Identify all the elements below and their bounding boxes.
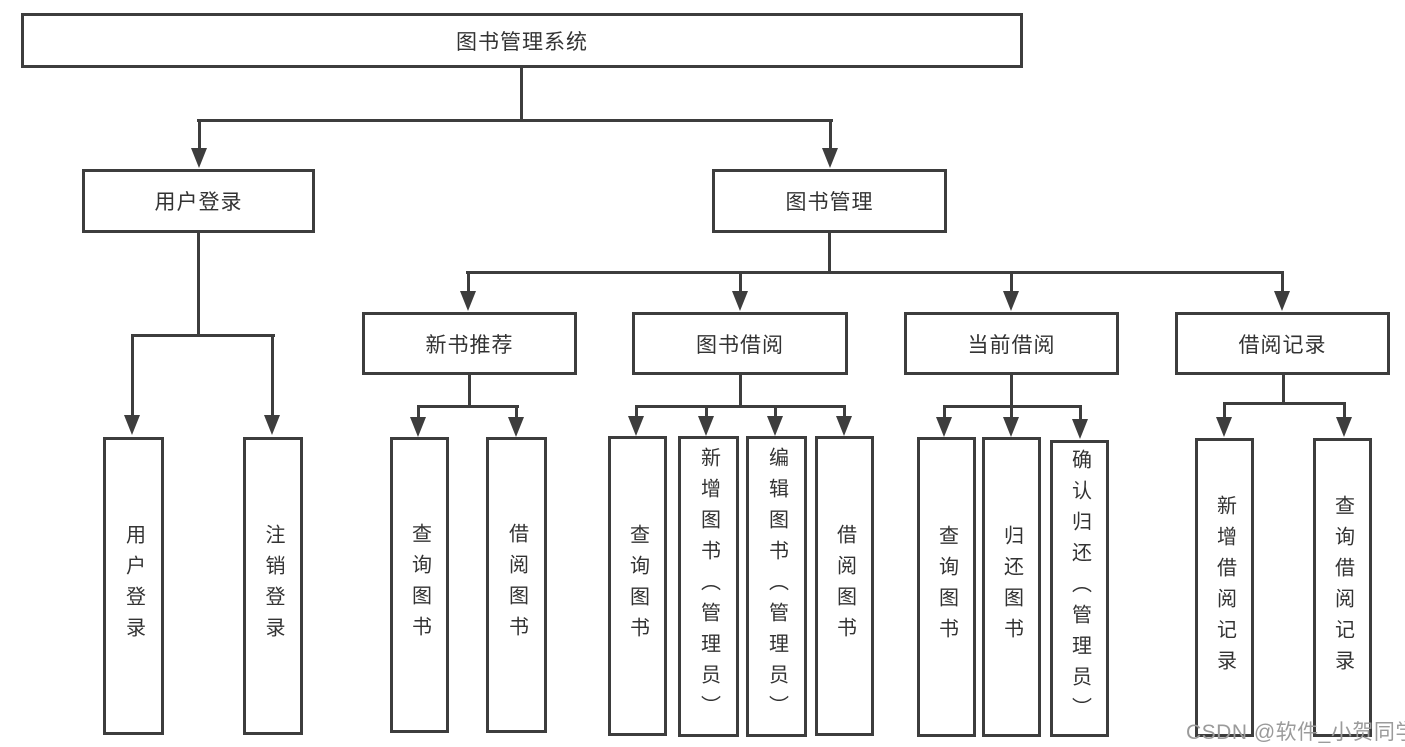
connector <box>466 271 1284 274</box>
leaf-label: 归还图书 <box>1000 525 1023 649</box>
leaf-add-borrow-record: 新增借阅记录 <box>1195 438 1254 737</box>
connector <box>635 405 846 408</box>
connector <box>739 375 742 408</box>
arrow-down-icon <box>508 417 524 437</box>
leaf-label: 查询借阅记录 <box>1331 494 1354 681</box>
leaf-label: 确认归还（管理员） <box>1068 449 1091 728</box>
connector <box>635 405 638 418</box>
arrow-down-icon <box>410 417 426 437</box>
node-label: 当前借阅 <box>967 333 1056 357</box>
connector <box>739 271 742 292</box>
connector <box>828 233 831 274</box>
node-label: 图书借阅 <box>696 333 784 357</box>
node-library-management-system: 图书管理系统 <box>21 13 1023 68</box>
arrow-down-icon <box>767 416 783 436</box>
node-label: 图书管理 <box>785 191 874 214</box>
leaf-label: 用户登录 <box>122 524 145 648</box>
connector <box>843 405 846 418</box>
leaf-label: 查询图书 <box>626 524 649 648</box>
node-label: 新书推荐 <box>425 333 514 357</box>
connector <box>774 405 777 418</box>
connector <box>197 233 200 337</box>
connector <box>417 405 519 408</box>
connector <box>1010 271 1013 292</box>
connector <box>271 334 274 416</box>
connector <box>1010 375 1013 408</box>
leaf-query-books-current: 查询图书 <box>917 437 976 737</box>
connector <box>1223 402 1226 418</box>
leaf-return-books: 归还图书 <box>982 437 1041 737</box>
connector <box>1079 405 1082 420</box>
leaf-borrow-books: 借阅图书 <box>815 436 874 736</box>
node-current-borrow: 当前借阅 <box>904 312 1119 375</box>
leaf-label: 借阅图书 <box>505 523 528 647</box>
connector <box>1343 402 1346 418</box>
arrow-down-icon <box>1003 291 1019 311</box>
leaf-label: 编辑图书（管理员） <box>765 447 788 726</box>
leaf-borrow-books-recommend: 借阅图书 <box>486 437 547 733</box>
arrow-down-icon <box>1274 291 1290 311</box>
node-label: 用户登录 <box>154 191 243 214</box>
arrow-down-icon <box>124 415 140 435</box>
node-user-login: 用户登录 <box>82 169 315 233</box>
connector <box>1223 402 1346 405</box>
leaf-label: 查询图书 <box>935 525 958 649</box>
arrow-down-icon <box>264 415 280 435</box>
arrow-down-icon <box>1336 417 1352 437</box>
leaf-add-books-admin: 新增图书（管理员） <box>678 436 739 737</box>
arrow-down-icon <box>191 148 207 168</box>
leaf-label: 借阅图书 <box>833 524 856 648</box>
arrow-down-icon <box>732 291 748 311</box>
connector <box>131 334 134 416</box>
connector <box>943 405 946 418</box>
leaf-confirm-return-admin: 确认归还（管理员） <box>1050 440 1109 737</box>
connector <box>131 334 275 337</box>
node-book-management: 图书管理 <box>712 169 947 233</box>
leaf-label: 查询图书 <box>408 523 431 647</box>
connector <box>515 405 518 418</box>
connector <box>1010 405 1013 418</box>
node-label: 图书管理系统 <box>456 30 588 54</box>
connector <box>1282 375 1285 405</box>
arrow-down-icon <box>1072 419 1088 439</box>
arrow-down-icon <box>460 291 476 311</box>
node-borrow-record: 借阅记录 <box>1175 312 1390 375</box>
arrow-down-icon <box>822 148 838 168</box>
connector <box>198 119 201 149</box>
leaf-query-borrow-record: 查询借阅记录 <box>1313 438 1372 737</box>
leaf-query-books-recommend: 查询图书 <box>390 437 449 733</box>
connector <box>829 119 832 149</box>
leaf-label: 注销登录 <box>262 524 284 648</box>
leaf-query-books-borrow: 查询图书 <box>608 436 667 736</box>
connector <box>417 405 420 418</box>
csdn-watermark: CSDN @软件_小贺同学 <box>1186 721 1405 744</box>
arrow-down-icon <box>1003 417 1019 437</box>
node-book-borrow: 图书借阅 <box>632 312 848 375</box>
leaf-logout: 注销登录 <box>243 437 303 735</box>
node-new-book-recommend: 新书推荐 <box>362 312 577 375</box>
arrow-down-icon <box>628 416 644 436</box>
leaf-label: 新增图书（管理员） <box>697 447 720 726</box>
connector <box>1281 271 1284 292</box>
arrow-down-icon <box>698 416 714 436</box>
leaf-user-login: 用户登录 <box>103 437 164 735</box>
leaf-edit-books-admin: 编辑图书（管理员） <box>746 436 807 737</box>
connector <box>197 119 833 122</box>
arrow-down-icon <box>936 417 952 437</box>
connector <box>468 375 471 408</box>
arrow-down-icon <box>1216 417 1232 437</box>
node-label: 借阅记录 <box>1238 333 1327 357</box>
connector <box>467 271 470 292</box>
connector <box>705 405 708 418</box>
connector <box>520 68 523 122</box>
leaf-label: 新增借阅记录 <box>1213 494 1236 681</box>
arrow-down-icon <box>836 416 852 436</box>
